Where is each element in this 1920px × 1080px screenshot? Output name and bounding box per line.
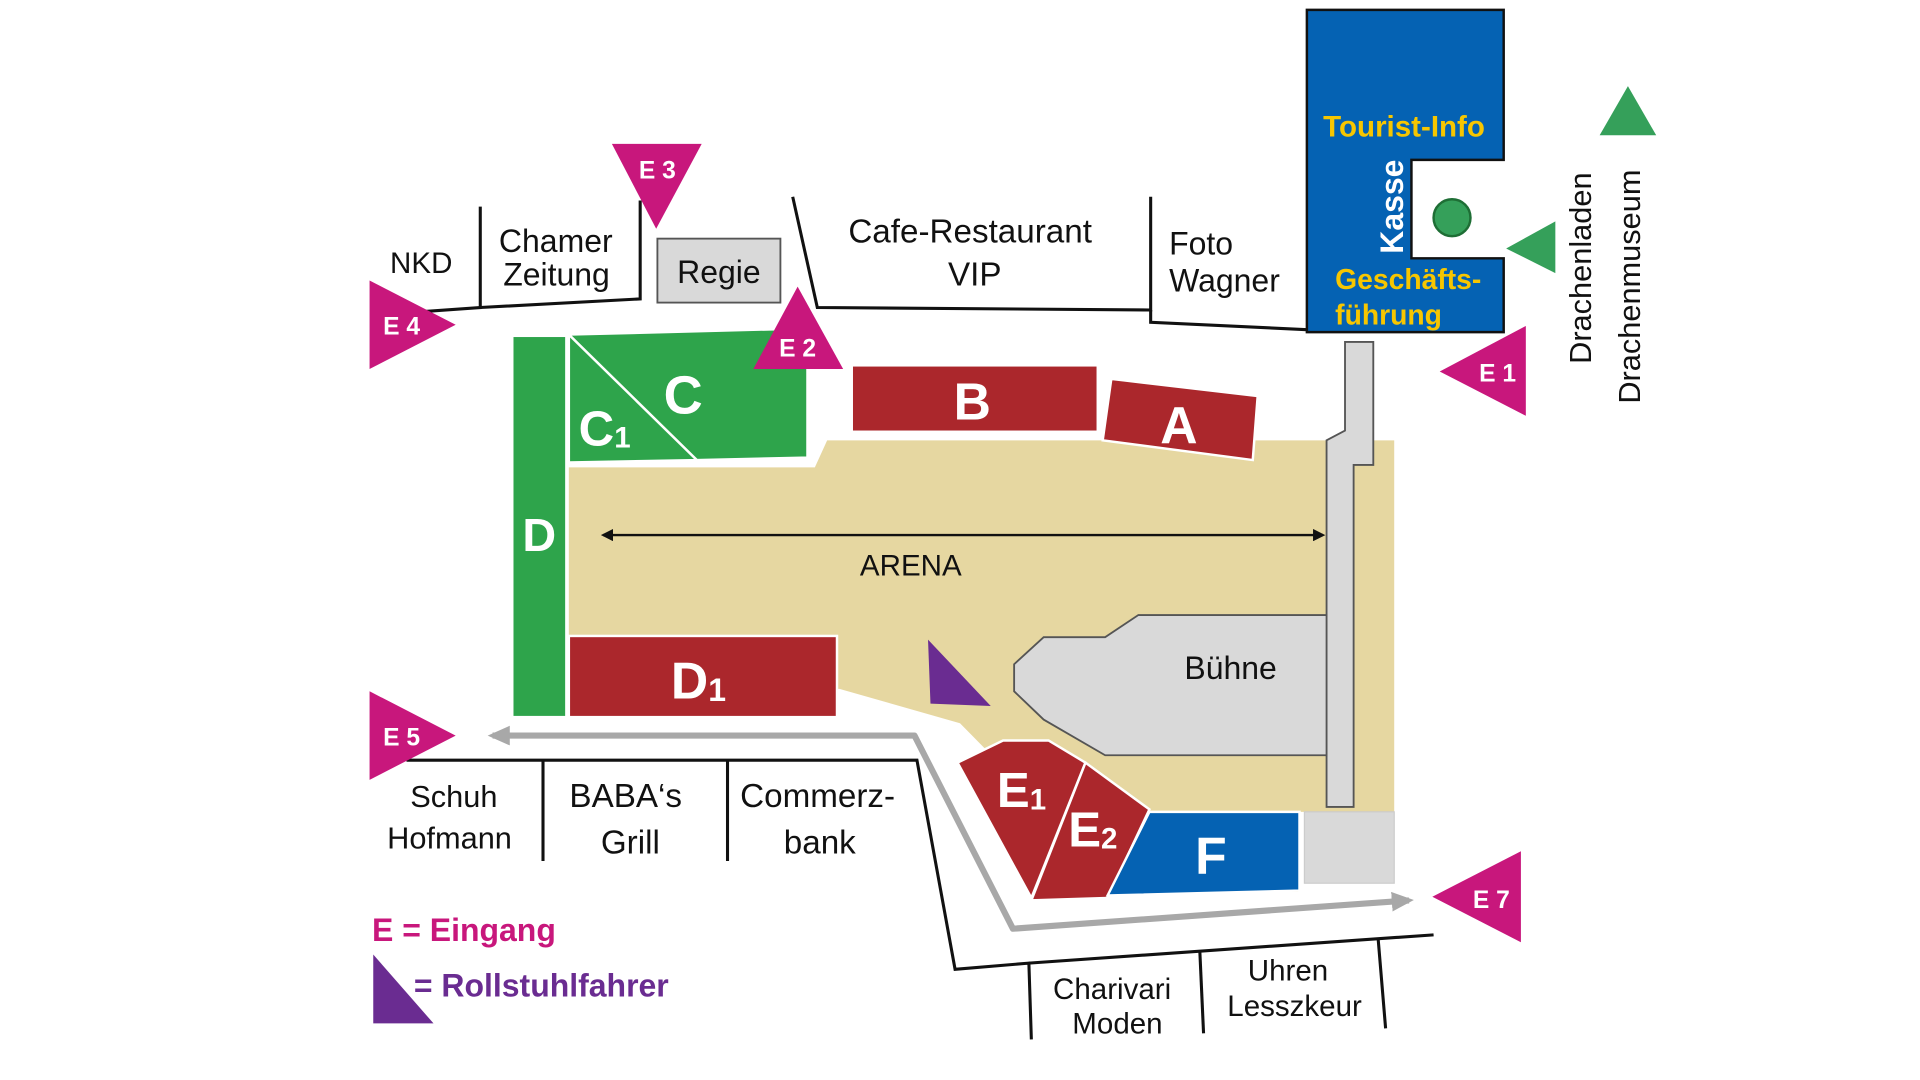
regie-box: Regie [656,237,782,304]
block-d1[interactable]: D1 [567,634,839,719]
tourist-info-label: Tourist-Info [1323,111,1485,144]
chamer-line-2: Zeitung [503,256,610,292]
arena-label: ARENA [860,550,962,583]
block-b-label: B [954,372,991,430]
charivari-line-1: Charivari [1053,973,1171,1006]
legend-eingang: E = Eingang [372,912,556,948]
block-e2-label: E [1068,802,1101,857]
drachenmuseum-arrow-icon [1599,86,1657,136]
block-c1[interactable]: C1 [567,331,700,464]
foto-line-1: Foto [1169,226,1233,262]
block-a[interactable]: A [1101,377,1259,462]
block-c1-sub: 1 [614,422,630,455]
drachenladen-arrow-icon [1506,221,1556,274]
block-c1-label: C [579,401,615,456]
building-chamer-zeitung: Chamer Zeitung [499,223,622,292]
commerz-line-1: Commerz- [740,778,895,815]
commerz-line-2: bank [784,825,856,862]
block-e1-label: E [997,763,1030,818]
entrance-e7[interactable]: E 7 [1432,851,1521,943]
block-e2-sub: 2 [1101,823,1117,856]
block-e1-sub: 1 [1030,783,1046,816]
block-d-label: D [522,509,556,561]
charivari-line-2: Moden [1072,1007,1162,1040]
geschaeftsfuehrung-label: Geschäfts- führung [1335,263,1489,331]
legend: E = Eingang = Rollstuhlfahrer [372,912,669,1024]
entrance-e4-label: E 4 [383,314,420,341]
building-schuh-hofmann: Schuh Hofmann [387,779,512,856]
info-point-icon [1432,198,1472,238]
cafe-line-2: VIP [948,256,1002,293]
geschaefts-line-2: führung [1335,299,1442,331]
entrance-e7-label: E 7 [1473,887,1510,914]
foto-line-2: Wagner [1169,263,1280,299]
entrance-e5-label: E 5 [383,724,420,751]
uhren-line-2: Lesszkeur [1227,990,1362,1023]
block-b[interactable]: B [850,364,1099,433]
block-c-label: C [664,365,703,425]
stage-label: Bühne [1184,650,1276,686]
svg-text:D1: D1 [671,652,726,710]
building-babas-grill: BABA‘s Grill [569,778,691,862]
entrance-e1[interactable]: E 1 [1439,325,1526,416]
baba-line-1: BABA‘s [569,778,682,815]
entrance-e2-label: E 2 [779,336,816,363]
walkway-arrow [487,725,1414,932]
building-uhren-lesszkeur: Uhren Lesszkeur [1227,954,1362,1023]
chamer-line-1: Chamer [499,223,613,259]
baba-line-2: Grill [601,825,660,862]
schuh-line-1: Schuh [410,779,497,814]
service-box [1303,811,1395,884]
building-commerzbank: Commerz- bank [740,778,904,862]
kasse-label: Kasse [1374,160,1410,254]
building-foto-wagner: Foto Wagner [1169,226,1280,299]
legend-rollstuhl: = Rollstuhlfahrer [414,967,669,1003]
block-c[interactable]: C [565,327,809,462]
svg-text:C1: C1 [579,401,631,456]
uhren-line-1: Uhren [1248,954,1328,987]
schuh-line-2: Hofmann [387,821,512,856]
office-building: Tourist-Info Kasse Geschäfts- führung [1305,8,1505,334]
regie-label: Regie [677,254,761,290]
entrance-e1-label: E 1 [1479,360,1516,387]
entrance-e3-label: E 3 [639,157,676,184]
block-d1-label: D [671,652,708,710]
building-cafe-restaurant: Cafe-Restaurant VIP [848,213,1101,293]
drachenmuseum-label: Drachenmuseum [1612,170,1647,404]
block-a-label: A [1160,396,1197,454]
entrance-e5[interactable]: E 5 [369,691,456,780]
entrance-e3[interactable]: E 3 [611,143,702,229]
block-d[interactable]: D [511,334,568,719]
entrance-e4[interactable]: E 4 [369,280,456,370]
drachenladen-label: Drachenladen [1563,172,1598,363]
entrance-e2[interactable]: E 2 [753,286,844,370]
geschaefts-line-1: Geschäfts- [1335,263,1481,295]
building-nkd: NKD [390,247,452,280]
cafe-line-1: Cafe-Restaurant [848,213,1092,250]
building-charivari-moden: Charivari Moden [1053,973,1179,1040]
block-f-label: F [1195,826,1227,884]
block-d1-sub: 1 [708,672,726,708]
